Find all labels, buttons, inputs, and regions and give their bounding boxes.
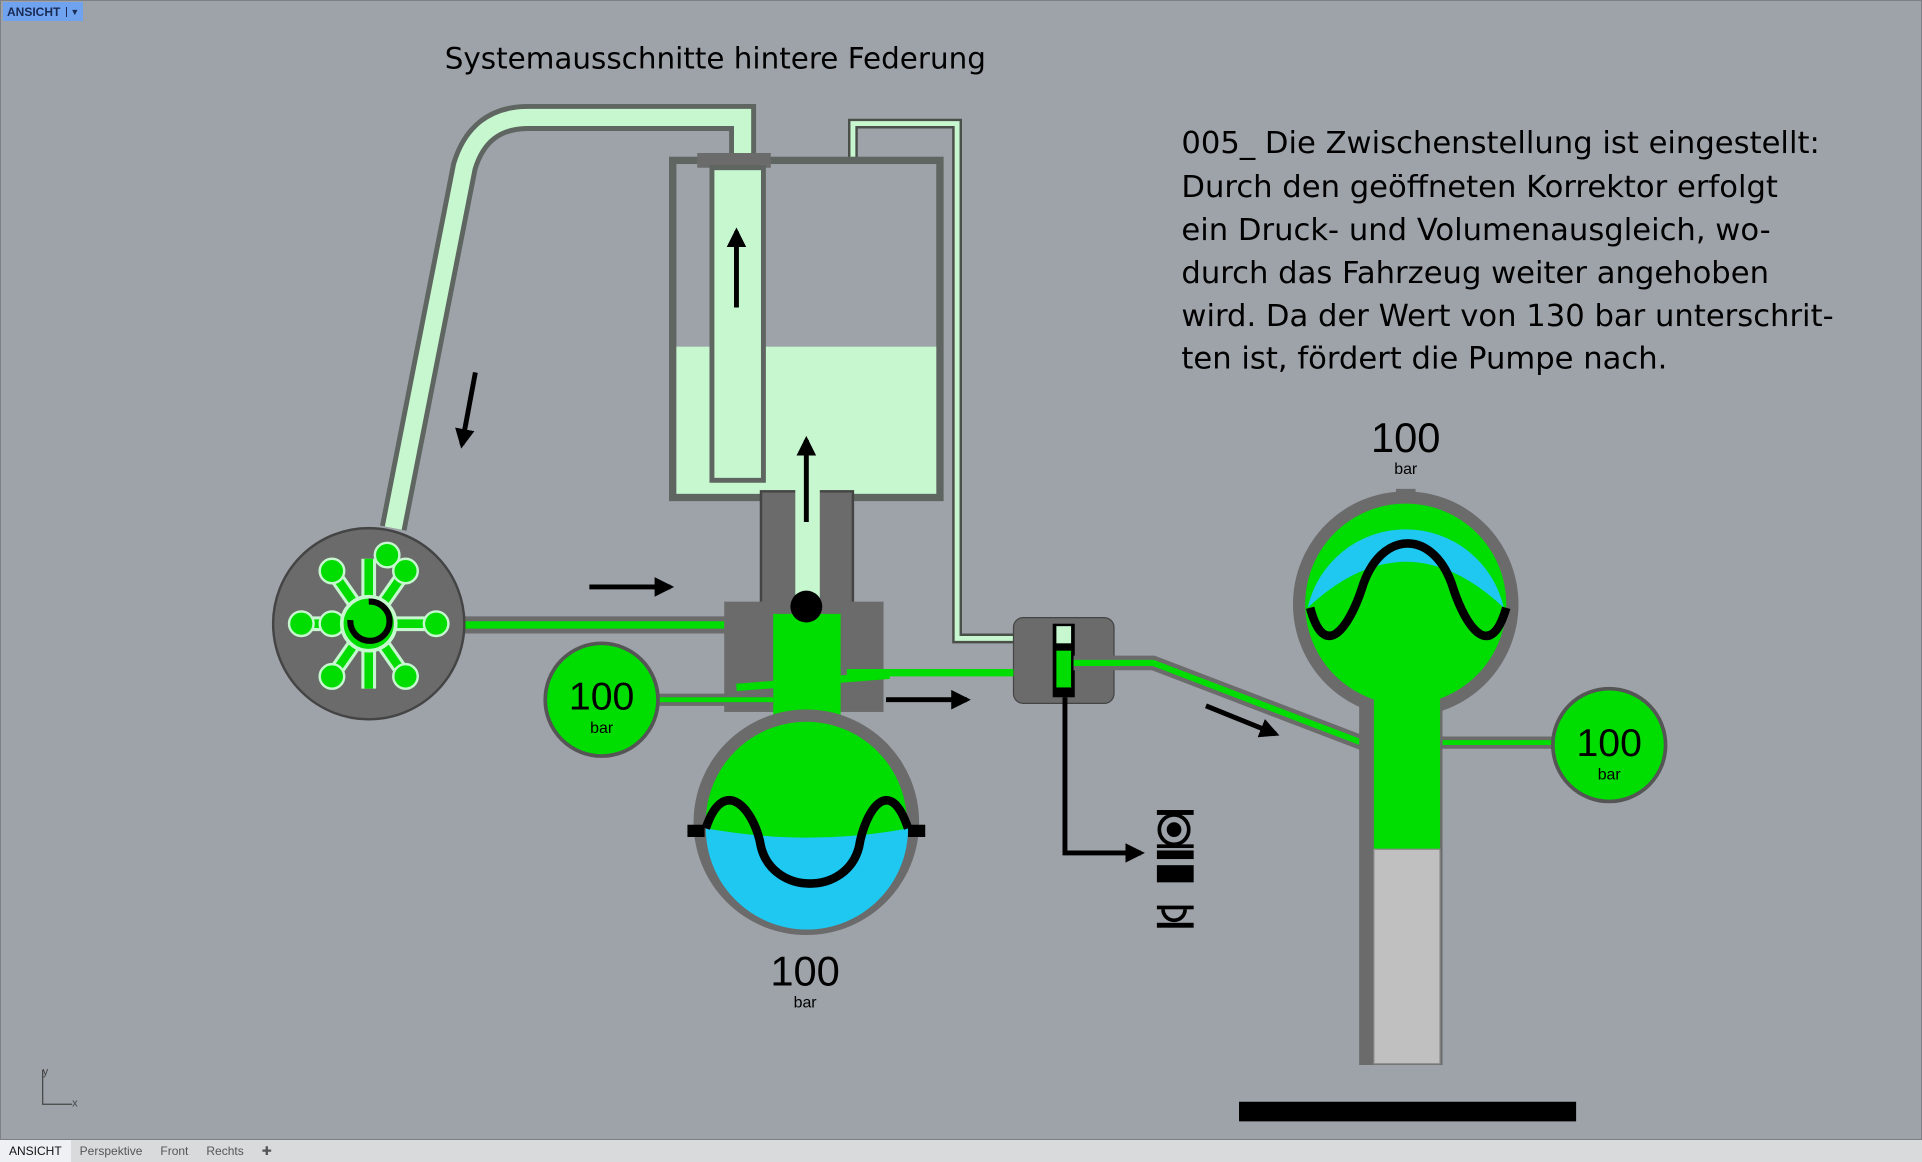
description-line: durch das Fahrzeug weiter angehoben xyxy=(1181,256,1769,291)
pressure-gauge-right: 100 bar xyxy=(1550,686,1668,804)
axis-indicator: y x xyxy=(42,1066,78,1110)
return-pipe xyxy=(380,103,1019,644)
strut-pressure-label: 100 bar xyxy=(1371,414,1441,478)
viewport-tabs: ANSICHT Perspektive Front Rechts ✚ xyxy=(0,1140,1922,1162)
tab-rechts[interactable]: Rechts xyxy=(206,1144,244,1158)
tab-front[interactable]: Front xyxy=(160,1144,189,1158)
svg-text:y: y xyxy=(43,1066,49,1078)
svg-text:bar: bar xyxy=(1598,766,1622,783)
svg-text:100: 100 xyxy=(1371,414,1441,461)
accumulator-pressure-label: 100 bar xyxy=(770,947,840,1011)
viewport-label: ANSICHT xyxy=(7,4,61,19)
svg-text:100: 100 xyxy=(770,947,840,994)
accumulator xyxy=(687,590,926,936)
caret-down-icon[interactable]: ▼ xyxy=(66,6,79,17)
description-line: Durch den geöffneten Korrektor erfolgt xyxy=(1181,170,1778,205)
pressure-gauge-left: 100 bar xyxy=(543,641,660,758)
pump xyxy=(271,526,774,721)
flow-arrows xyxy=(455,227,1280,738)
svg-text:bar: bar xyxy=(1394,461,1418,478)
description-text: 005_ Die Zwischenstellung ist eingestell… xyxy=(1181,126,1833,377)
reservoir xyxy=(669,153,944,665)
description-line: ten ist, fördert die Pumpe nach. xyxy=(1181,342,1667,377)
viewport-label-button[interactable]: ANSICHT ▼ xyxy=(3,2,84,21)
svg-text:100: 100 xyxy=(1576,721,1641,765)
svg-text:100: 100 xyxy=(569,675,634,719)
svg-text:bar: bar xyxy=(590,720,614,737)
svg-text:x: x xyxy=(72,1098,78,1110)
description-line: 005_ Die Zwischenstellung ist eingestell… xyxy=(1181,126,1819,161)
suspension-strut xyxy=(1292,488,1558,1065)
tab-ansicht[interactable]: ANSICHT xyxy=(0,1140,71,1162)
description-line: wird. Da der Wert von 130 bar unterschri… xyxy=(1181,299,1833,334)
description-line: ein Druck- und Volumenausgleich, wo- xyxy=(1181,213,1770,248)
svg-text:bar: bar xyxy=(794,994,818,1011)
plus-icon[interactable]: ✚ xyxy=(261,1144,272,1158)
diagram-title: Systemausschnitte hintere Federung xyxy=(445,41,986,75)
height-position-symbols xyxy=(1156,810,1194,928)
tab-perspektive[interactable]: Perspektive xyxy=(79,1144,143,1158)
ground-bar xyxy=(1239,1101,1577,1122)
